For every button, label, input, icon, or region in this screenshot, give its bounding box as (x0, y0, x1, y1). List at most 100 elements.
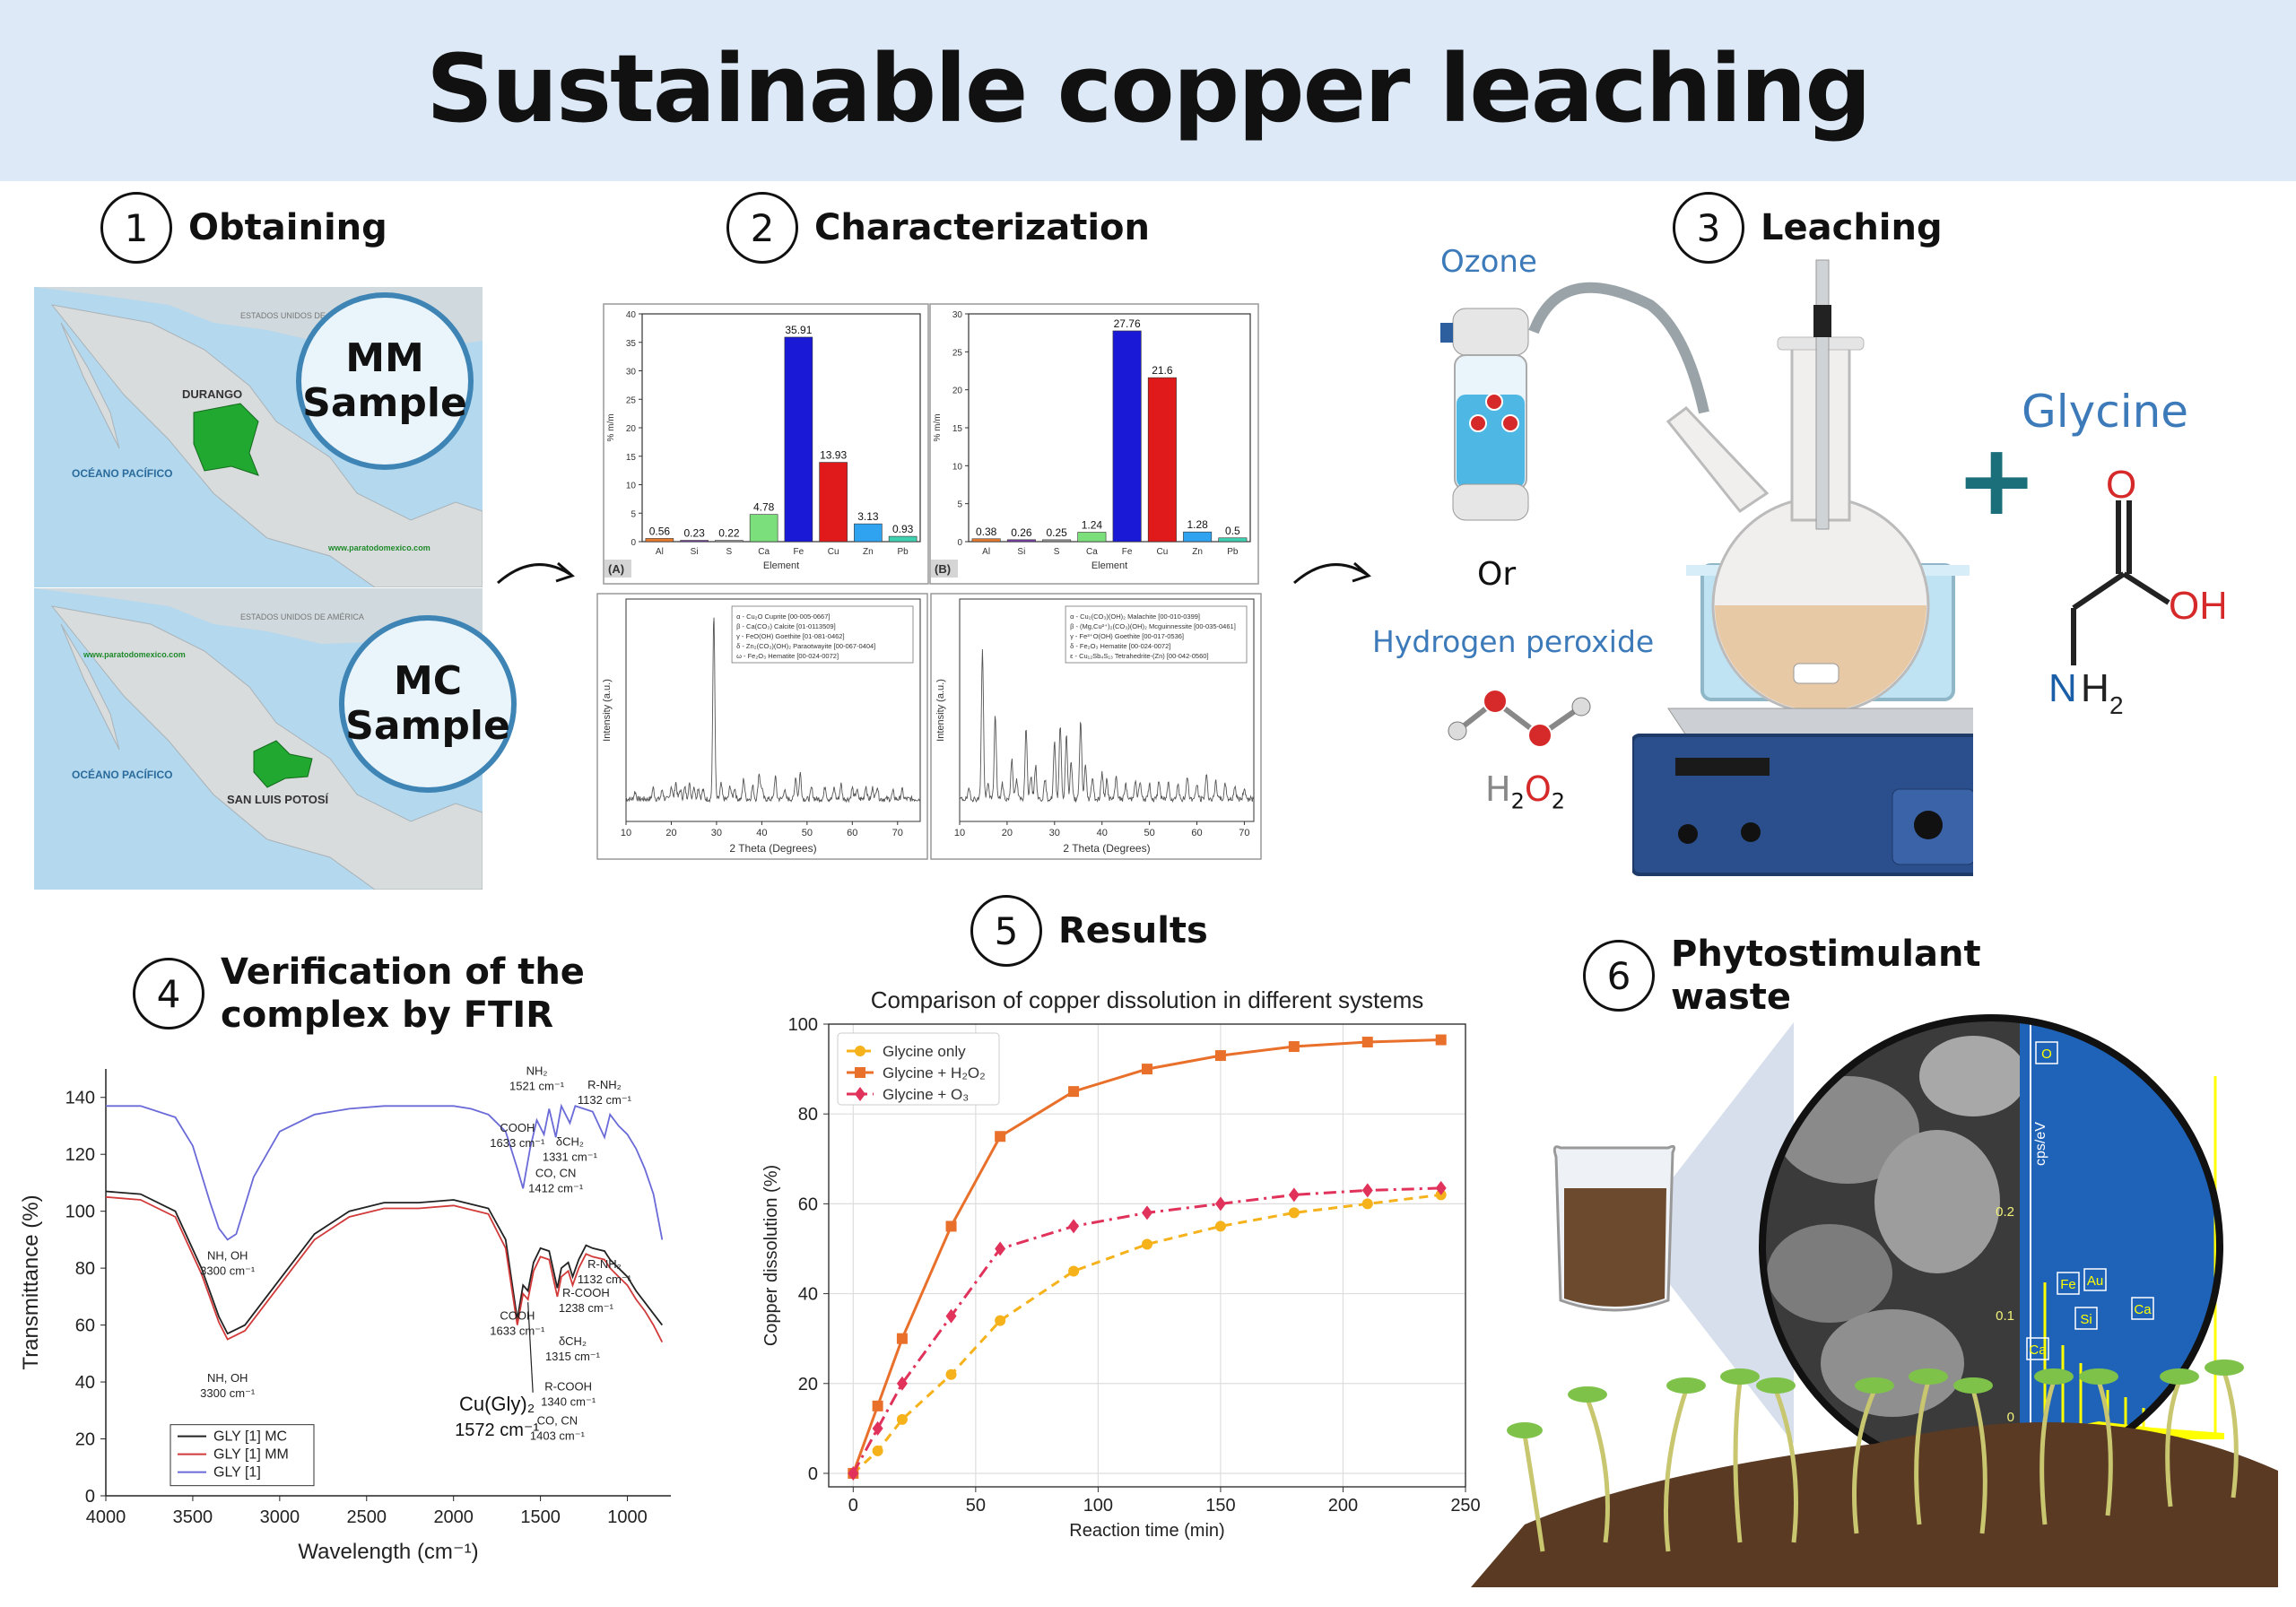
xrf-chart-b: 0510152025300.38Al0.26Si0.25S1.24Ca27.76… (929, 303, 1259, 585)
bar (819, 462, 848, 543)
y-tick-label: 20 (75, 1430, 95, 1450)
legend-entry: β - Ca(CO₃) Calcite [01-0113509] (736, 622, 836, 630)
ocean-label: OCÉANO PACÍFICO (72, 466, 172, 480)
y-tick-label: 30 (626, 368, 637, 378)
legend-entry: GLY [1] (213, 1465, 261, 1481)
y-tick-label: 15 (952, 424, 963, 434)
step-number: 6 (1583, 940, 1655, 1012)
y-axis-label: % m/m (933, 413, 943, 441)
data-label: 0.38 (976, 526, 997, 538)
x-tick-label: 70 (892, 828, 903, 838)
annotation-text: NH₂ (526, 1064, 548, 1077)
step-label: Leaching (1761, 207, 1943, 248)
data-point (945, 1308, 957, 1324)
data-point (1288, 1207, 1300, 1219)
peak-annotation: NH₂ 1521 cm⁻¹ (509, 1064, 565, 1092)
legend-entry: δ - Zn₂(CO₃)(OH)₂ Paraotwayite [00-067-0… (736, 642, 875, 650)
step-characterization: 2 Characterization (726, 192, 1150, 264)
data-point (1142, 1064, 1152, 1075)
x-tick-label: 50 (802, 828, 813, 838)
annotation-text: 3300 cm⁻¹ (200, 1264, 256, 1278)
data-point (1214, 1220, 1226, 1232)
hydroxyl-group: OH (2169, 584, 2224, 628)
y-tick-label: 0 (85, 1487, 95, 1507)
x-tick-label: 4000 (86, 1507, 126, 1527)
annotation-text: 1340 cm⁻¹ (541, 1395, 596, 1409)
glycine-structure-icon: O OH N H 2 (2048, 463, 2224, 717)
bar (854, 523, 883, 543)
annotation-text: δCH₂ (556, 1135, 584, 1149)
panel-label: (A) (608, 562, 624, 576)
legend-entry: α - Cu₂(CO₃)(OH)₂ Malachite [00-010-0399… (1070, 612, 1200, 621)
step-label: Verification of the complex by FTIR (221, 951, 585, 1036)
site-label: www.paratodomexico.com (327, 543, 430, 552)
x-tick-label: 60 (847, 828, 857, 838)
oxygen-atom: O (2106, 463, 2136, 507)
state-label: SAN LUIS POTOSÍ (227, 793, 329, 806)
annotation-text: 1633 cm⁻¹ (490, 1324, 545, 1337)
y-tick-label: 40 (798, 1285, 818, 1305)
legend-entry: δ - Fe₂O₃ Hematite [00-024-0072] (1070, 642, 1170, 650)
step-ftir: 4 Verification of the complex by FTIR (133, 951, 597, 1037)
x-tick-label: Fe (794, 547, 804, 557)
complex-pointer (527, 1302, 534, 1393)
annotation-text: R-COOH (544, 1380, 592, 1394)
complex-wavenumber: 1572 cm⁻¹ (455, 1420, 539, 1440)
data-point (872, 1420, 883, 1436)
x-tick-label: 30 (711, 828, 722, 838)
x-tick-label: Al (982, 547, 990, 557)
data-label: 13.93 (820, 449, 847, 462)
x-tick-label: Cu (828, 547, 839, 557)
y-axis-label: Copper dissolution (%) (761, 1165, 781, 1346)
data-label: 1.28 (1187, 518, 1208, 531)
data-point (1361, 1198, 1373, 1210)
data-label: 0.93 (892, 523, 914, 535)
data-point (855, 1087, 865, 1101)
step-leaching: 3 Leaching (1673, 192, 1943, 264)
h2o2-molecule-icon (1448, 689, 1591, 748)
y-tick-label: 5 (631, 509, 636, 519)
annotation-text: 1132 cm⁻¹ (578, 1093, 632, 1107)
step-label: Phytostimulant waste (1671, 934, 1981, 1018)
edx-element-label: Ca (2029, 1342, 2047, 1358)
annotation-text: COOH (500, 1308, 535, 1322)
data-point (855, 1067, 865, 1078)
bar (749, 514, 778, 543)
ozone-generator-icon (1440, 308, 1529, 521)
edx-element-label: O (2041, 1047, 2052, 1062)
data-point (945, 1220, 957, 1232)
y-tick-label: 120 (65, 1145, 95, 1165)
data-point (872, 1445, 883, 1456)
plus-icon: + (1955, 422, 2039, 537)
data-point (1142, 1238, 1152, 1250)
annotation-text: 1412 cm⁻¹ (528, 1182, 584, 1195)
x-tick-label: 20 (1002, 828, 1013, 838)
data-point (1435, 1180, 1447, 1195)
country-label: ESTADOS UNIDOS DE AMÉRICA (240, 311, 364, 320)
annotation-text: 1521 cm⁻¹ (509, 1079, 565, 1092)
data-label: 0.25 (1046, 526, 1067, 539)
x-tick-label: 150 (1205, 1496, 1235, 1516)
x-tick-label: 40 (1097, 828, 1108, 838)
step-number: 4 (133, 958, 204, 1029)
annotation-text: COOH (500, 1121, 535, 1134)
y-tick-label: 20 (798, 1375, 818, 1394)
legend-entry: Glycine + H₂O₂ (883, 1064, 986, 1081)
ftir-series-line (105, 1190, 664, 1335)
bar (1218, 537, 1248, 543)
edx-element-box (2057, 1272, 2080, 1295)
y-tick-label: 5 (957, 500, 962, 510)
leaching-reactor-icon (1632, 259, 1973, 876)
bar (680, 540, 709, 543)
annotation-text: 1403 cm⁻¹ (530, 1429, 586, 1443)
nitrogen-atom: N (2048, 666, 2077, 710)
plot-area (625, 598, 921, 822)
hydrogen-peroxide-label: Hydrogen peroxide (1372, 624, 1655, 659)
annotation-text: CO, CN (537, 1414, 578, 1428)
